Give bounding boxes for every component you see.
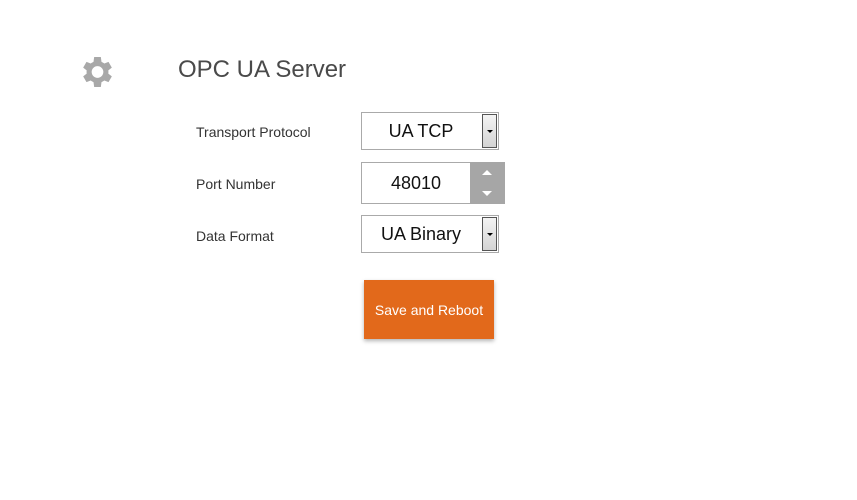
dropdown-button[interactable] — [482, 114, 497, 148]
dropdown-button[interactable] — [482, 217, 497, 251]
chevron-down-icon — [486, 129, 493, 133]
port-spinner[interactable] — [470, 162, 505, 204]
transport-protocol-label: Transport Protocol — [196, 124, 311, 140]
chevron-down-icon — [486, 232, 493, 236]
transport-protocol-value: UA TCP — [388, 120, 454, 141]
data-format-select[interactable]: UA Binary — [361, 215, 499, 253]
transport-protocol-select[interactable]: UA TCP — [361, 112, 499, 150]
data-format-value: UA Binary — [380, 223, 462, 244]
gear-icon — [83, 57, 112, 87]
decrement-icon[interactable] — [482, 191, 492, 196]
data-format-label: Data Format — [196, 228, 274, 244]
port-number-label: Port Number — [196, 176, 276, 192]
port-number-value: 48010 — [390, 172, 442, 193]
save-and-reboot-button[interactable]: Save and Reboot — [364, 280, 494, 339]
page-title: OPC UA Server — [178, 56, 347, 83]
increment-icon[interactable] — [482, 170, 492, 175]
port-number-input[interactable]: 48010 — [361, 162, 505, 204]
